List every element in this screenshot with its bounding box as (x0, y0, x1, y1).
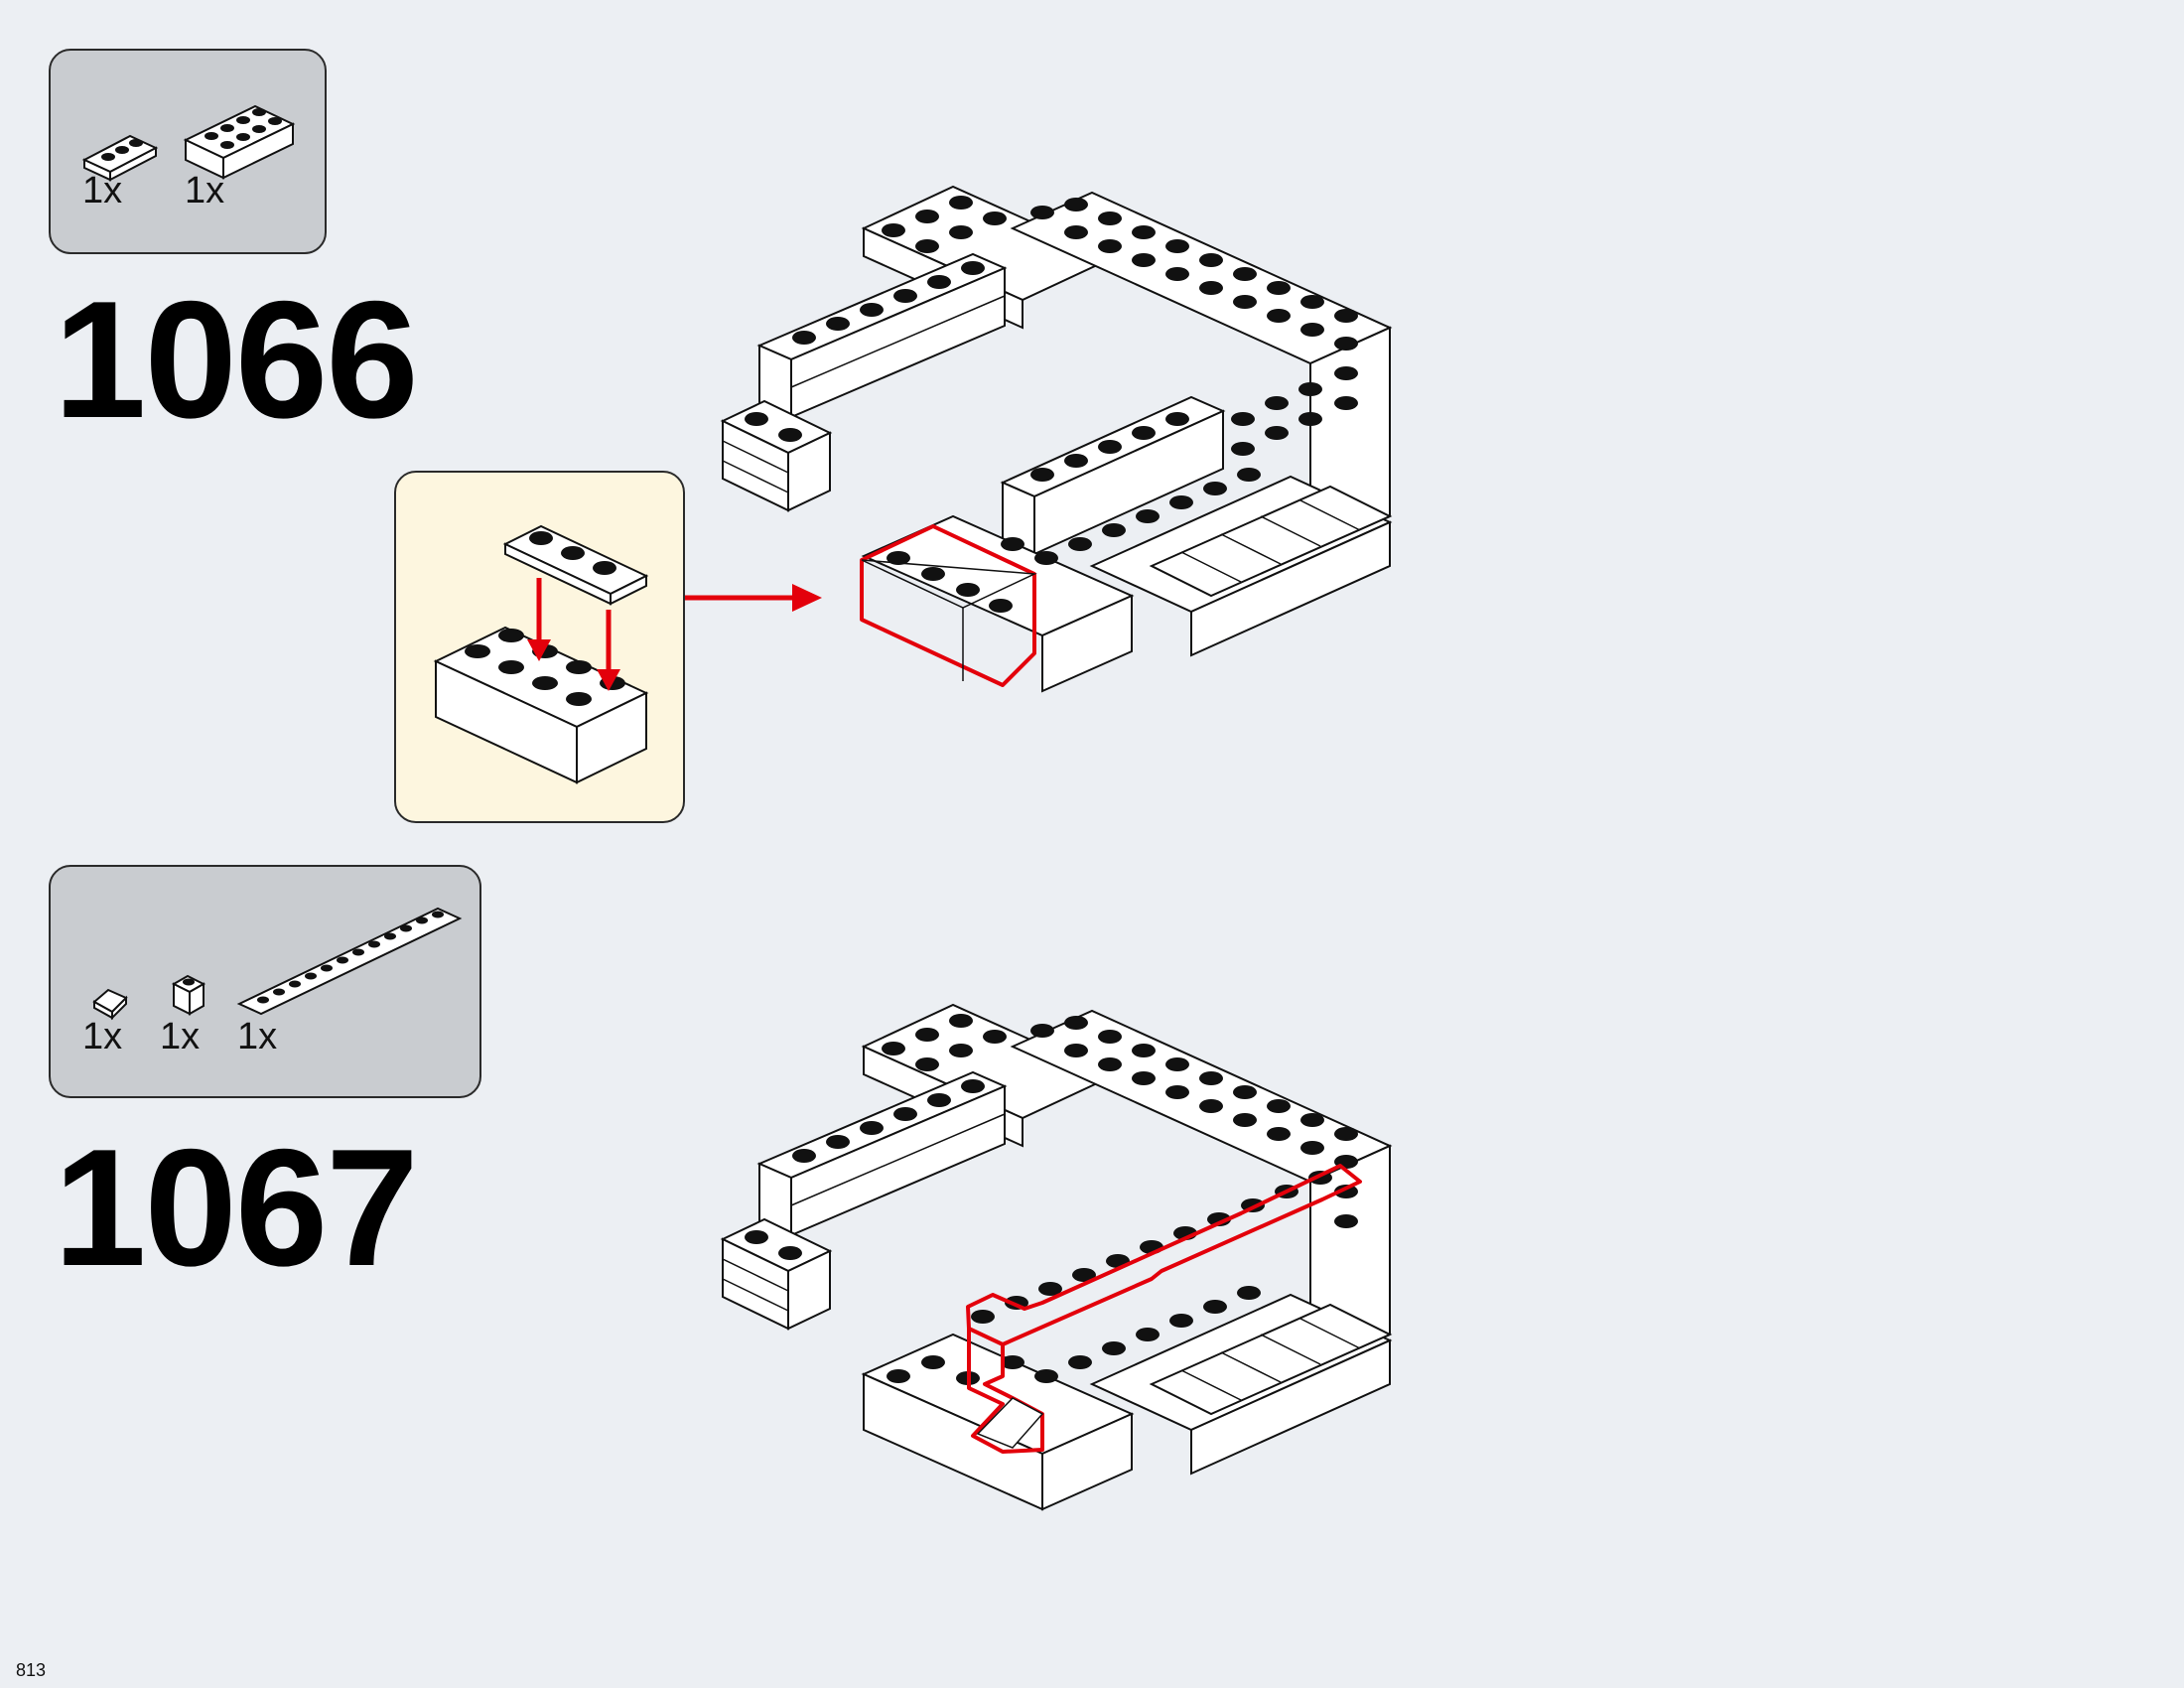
part-qty: 1x (82, 170, 123, 211)
part-qty: 1x (185, 170, 225, 211)
plate-1x3-icon (81, 134, 159, 182)
part-qty: 1x (82, 1016, 123, 1057)
parts-list-step-1067: 1x 1x 1x (49, 865, 481, 1098)
step-number-1067: 1067 (54, 1114, 419, 1301)
part-qty: 1x (237, 1016, 278, 1057)
part-qty: 1x (160, 1016, 201, 1057)
sub-assembly-callout (394, 471, 685, 823)
callout-arrow-icon (685, 584, 822, 612)
parts-list-step-1066: 1x 1x (49, 49, 327, 254)
page-number: 813 (16, 1660, 47, 1680)
slope-1x1-icon (92, 988, 128, 1021)
model-illustration-step-1066 (720, 185, 1393, 693)
brick-1x1-icon (171, 974, 206, 1016)
step-number-1066: 1066 (54, 266, 419, 453)
brick-2x4-icon (183, 104, 296, 180)
model-illustration-step-1067 (720, 1003, 1393, 1511)
plate-1x12-icon (236, 907, 463, 1016)
sub-assembly-icon (433, 524, 649, 784)
